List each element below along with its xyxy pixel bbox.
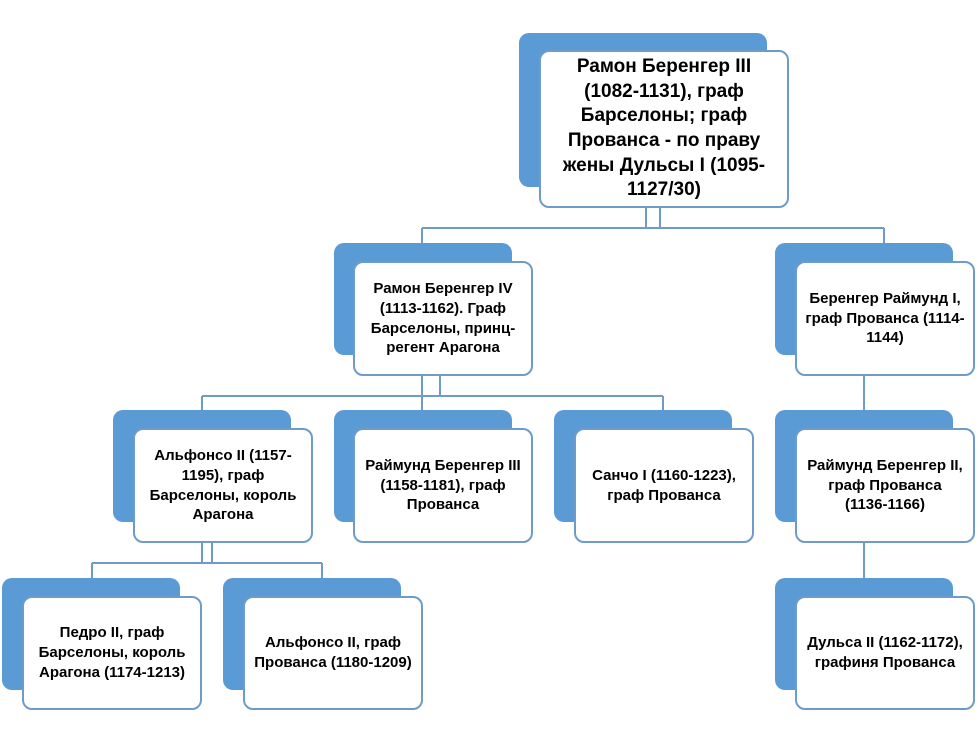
node-label: Дульса II (1162-1172), графиня Прованса [807,634,963,671]
node-ramon-berenguer-iii: Рамон Беренгер III (1082-1131), граф Бар… [519,33,789,208]
node-card: Раймунд Беренгер II, граф Прованса (1136… [795,428,975,543]
node-alfonso-ii: Альфонсо II (1157-1195), граф Барселоны,… [113,410,313,543]
node-card: Санчо I (1160-1223), граф Прованса [574,428,754,543]
node-label: Рамон Беренгер III (1082-1131), граф Бар… [562,55,766,201]
node-label: Беренгер Раймунд I, граф Прованса (1114-… [805,289,965,347]
node-card: Раймунд Беренгер III (1158-1181), граф П… [353,428,533,543]
node-card: Альфонсо II, граф Прованса (1180-1209) [243,596,423,710]
node-label: Раймунд Беренгер II, граф Прованса (1136… [807,456,963,514]
node-label: Педро II, граф Барселоны, король Арагона… [38,624,186,681]
node-label: Раймунд Беренгер III (1158-1181), граф П… [365,456,521,514]
node-card: Педро II, граф Барселоны, король Арагона… [22,596,202,710]
node-card: Рамон Беренгер IV (1113-1162). Граф Барс… [353,261,533,376]
node-raymond-berenguer-ii: Раймунд Беренгер II, граф Прованса (1136… [775,410,975,543]
node-label: Санчо I (1160-1223), граф Прованса [592,466,736,504]
node-label: Альфонсо II (1157-1195), граф Барселоны,… [149,446,297,524]
node-berenguer-raymond-i: Беренгер Раймунд I, граф Прованса (1114-… [775,243,975,376]
node-card: Дульса II (1162-1172), графиня Прованса [795,596,975,710]
node-label: Альфонсо II, граф Прованса (1180-1209) [254,634,412,671]
node-raymond-berenguer-iii: Раймунд Беренгер III (1158-1181), граф П… [334,410,533,543]
node-pedro-ii: Педро II, граф Барселоны, король Арагона… [2,578,202,710]
node-sancho-i: Санчо I (1160-1223), граф Прованса [554,410,754,543]
node-alfonso-ii-provence: Альфонсо II, граф Прованса (1180-1209) [223,578,423,710]
node-card: Рамон Беренгер III (1082-1131), граф Бар… [539,50,789,208]
node-card: Альфонсо II (1157-1195), граф Барселоны,… [133,428,313,543]
node-label: Рамон Беренгер IV (1113-1162). Граф Барс… [370,279,516,357]
node-ramon-berenguer-iv: Рамон Беренгер IV (1113-1162). Граф Барс… [334,243,533,376]
node-dulsa-ii: Дульса II (1162-1172), графиня Прованса [775,578,975,710]
node-card: Беренгер Раймунд I, граф Прованса (1114-… [795,261,975,376]
